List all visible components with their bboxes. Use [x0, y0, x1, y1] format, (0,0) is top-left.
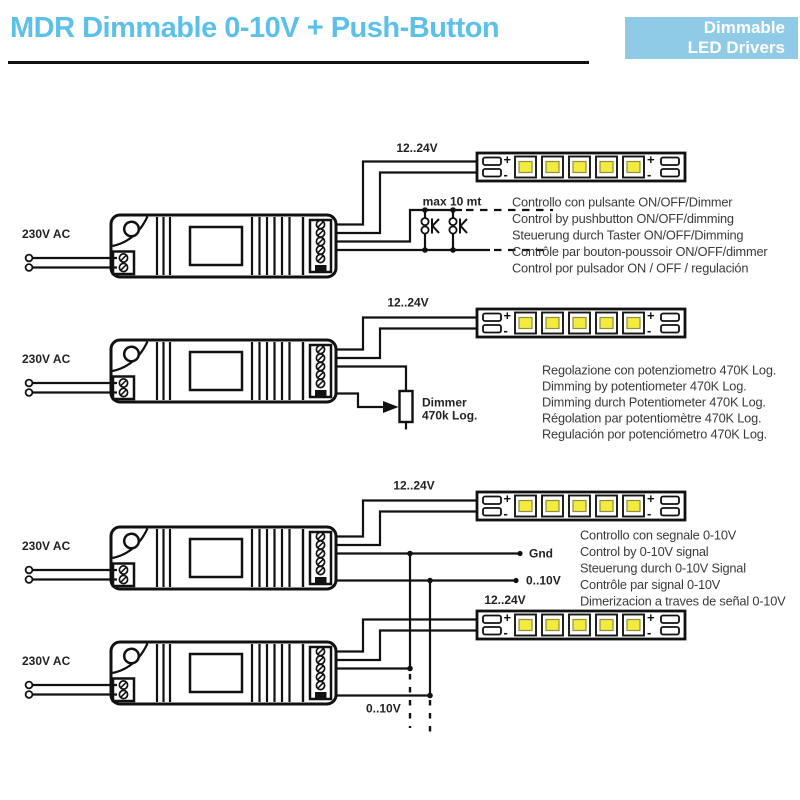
output-wire-plus — [331, 316, 478, 351]
description-block-pushbutton: Controllo con pulsante ON/OFF/Dimmer Con… — [512, 195, 769, 276]
description-line: Steuerung durch 0-10V Signal — [580, 561, 746, 576]
description-line: Control by pushbutton ON/OFF/dimming — [512, 211, 734, 226]
pushbutton-wire-top — [331, 208, 462, 243]
dimmer-value-label: 470k Log. — [422, 409, 477, 423]
description-line: Contrôle par signal 0-10V — [580, 577, 721, 592]
product-category-badge: Dimmable LED Drivers — [625, 17, 798, 59]
description-line: Controllo con segnale 0-10V — [580, 528, 737, 543]
pushbutton-symbol — [448, 206, 469, 254]
signal-0-10v-label: 0..10V — [366, 702, 401, 716]
potentiometer-wiper-wire — [331, 392, 383, 409]
description-block-signal: Controllo con segnale 0-10V Control by 0… — [580, 528, 786, 609]
output-voltage-label: 12..24V — [396, 141, 437, 155]
section-pushbutton: 12..24V max 10 mt Controllo con pulsante… — [20, 141, 769, 277]
output-wire-plus — [331, 499, 478, 538]
output-wire-minus — [331, 171, 478, 235]
output-voltage-label: 12..24V — [387, 296, 428, 310]
description-line: Régolation par potentiomètre 470K Log. — [542, 411, 761, 426]
badge-line2: LED Drivers — [687, 38, 785, 57]
description-line: Regulación por potenciómetro 470K Log. — [542, 427, 767, 442]
section-0-10v-signal: 12..24V 12..24V Gnd 0..10V 0..10V Contro… — [20, 479, 786, 732]
output-wire-minus — [331, 629, 478, 662]
signal-0-10v-label: 0..10V — [526, 574, 561, 588]
section-potentiometer: 12..24V Dimmer 470k Log. Regolazione con… — [20, 296, 776, 442]
mains-input — [20, 225, 119, 272]
header-divider — [8, 61, 589, 64]
output-voltage-label: 12..24V — [393, 479, 434, 493]
led-driver-unit — [111, 340, 336, 402]
led-strip — [477, 152, 685, 182]
led-driver-unit — [111, 215, 336, 277]
led-strip — [477, 491, 685, 521]
wiper-arrow-icon — [383, 401, 399, 413]
junction-dot — [427, 577, 433, 584]
led-strip — [477, 308, 685, 338]
description-line: Dimming by potentiometer 470K Log. — [542, 379, 746, 394]
dimmer-label: Dimmer — [422, 396, 467, 410]
description-line: Controllo con pulsante ON/OFF/Dimmer — [512, 195, 733, 210]
description-line: Steuerung durch Taster ON/OFF/Dimming — [512, 228, 743, 243]
description-line: Control by 0-10V signal — [580, 544, 708, 559]
mains-input — [20, 652, 119, 700]
gnd-label: Gnd — [529, 547, 553, 561]
pushbutton-symbol — [420, 206, 441, 254]
description-line: Control por pulsador ON / OFF / regulaci… — [512, 261, 748, 276]
output-wire-minus — [331, 327, 478, 360]
output-voltage-label: 12..24V — [484, 593, 525, 607]
wire-end-dot — [513, 577, 519, 584]
junction-dot — [407, 550, 413, 557]
potentiometer-wire-top — [331, 365, 408, 391]
description-line: Contrôle par bouton-poussoir ON/OFF/dimm… — [512, 244, 768, 259]
description-block-potentiometer: Regolazione con potenziometro 470K Log. … — [542, 363, 776, 442]
output-wire-minus — [331, 510, 478, 547]
led-driver-unit — [111, 642, 336, 704]
wire-end-dot — [517, 550, 523, 557]
mains-input — [20, 537, 119, 585]
page-title: MDR Dimmable 0-10V + Push-Button — [10, 12, 500, 44]
output-wire-plus — [331, 618, 478, 653]
output-wire-plus — [331, 160, 478, 226]
led-driver-unit — [111, 527, 336, 589]
max-cable-length-label: max 10 mt — [423, 195, 482, 209]
mains-input — [20, 350, 119, 397]
badge-line1: Dimmable — [703, 18, 785, 37]
description-line: Regolazione con potenziometro 470K Log. — [542, 363, 776, 378]
description-line: Dimerizacion a traves de señal 0-10V — [580, 594, 786, 609]
potentiometer-symbol — [398, 389, 414, 424]
description-line: Dimming durch Potentiometer 470K Log. — [542, 395, 766, 410]
led-strip — [477, 610, 685, 640]
